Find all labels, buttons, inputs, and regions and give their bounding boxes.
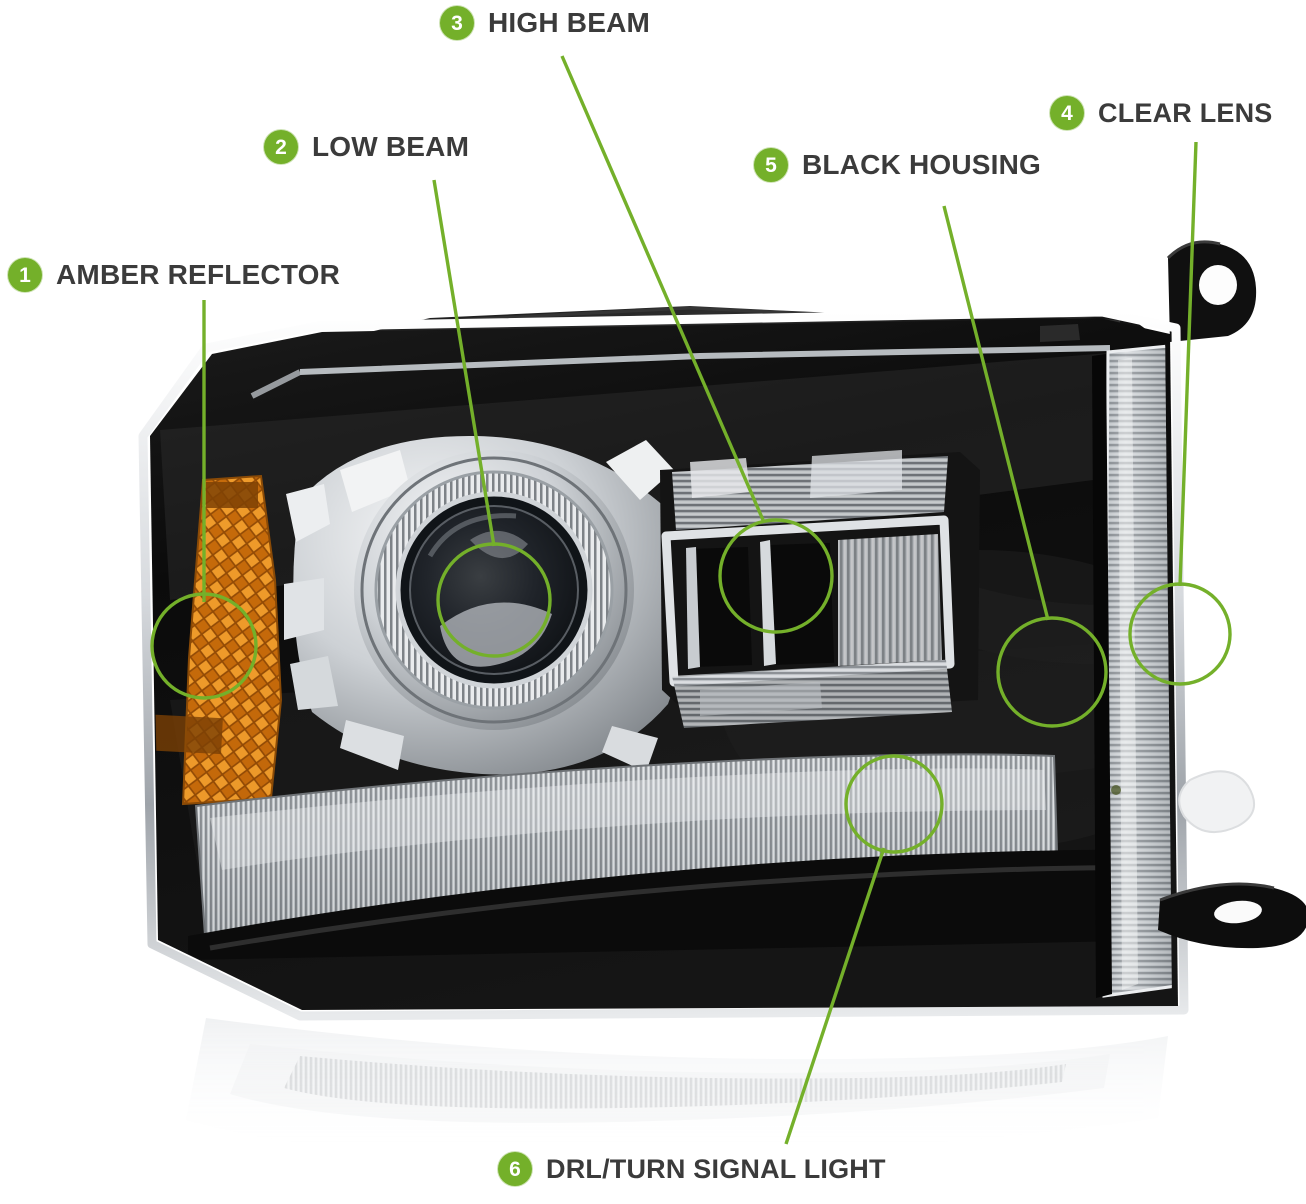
callout-badge-3: 3 <box>440 6 474 40</box>
callout-label-3: HIGH BEAM <box>488 7 651 38</box>
callout-badge-4: 4 <box>1050 96 1084 130</box>
callout-label-2: LOW BEAM <box>312 131 470 162</box>
clear-lens-part <box>1102 344 1172 998</box>
callout-6-drl-turn-signal-light: 6 DRL/TURN SIGNAL LIGHT <box>498 1152 886 1186</box>
callout-1-amber-reflector: 1 AMBER REFLECTOR <box>8 258 340 292</box>
callout-5-black-housing: 5 BLACK HOUSING <box>754 148 1041 182</box>
callout-3-high-beam: 3 HIGH BEAM <box>440 6 650 40</box>
callout-badge-2: 2 <box>264 130 298 164</box>
callout-label-6: DRL/TURN SIGNAL LIGHT <box>546 1153 886 1184</box>
drl-turn-signal-part <box>194 753 1060 952</box>
callout-4-clear-lens: 4 CLEAR LENS <box>1050 96 1273 130</box>
callout-label-5: BLACK HOUSING <box>802 149 1042 180</box>
callout-leader-lines <box>150 55 1232 1145</box>
callout-badge-1: 1 <box>8 258 42 292</box>
callout-badge-6: 6 <box>498 1152 532 1186</box>
amber-reflector-part <box>150 474 283 806</box>
projector-low-beam-part <box>284 435 686 775</box>
callout-label-4: CLEAR LENS <box>1098 97 1273 128</box>
callout-2-low-beam: 2 LOW BEAM <box>264 130 469 164</box>
callout-badge-5: 5 <box>754 148 788 182</box>
high-beam-reflector-part <box>660 450 980 728</box>
callout-label-1: AMBER REFLECTOR <box>56 259 341 290</box>
